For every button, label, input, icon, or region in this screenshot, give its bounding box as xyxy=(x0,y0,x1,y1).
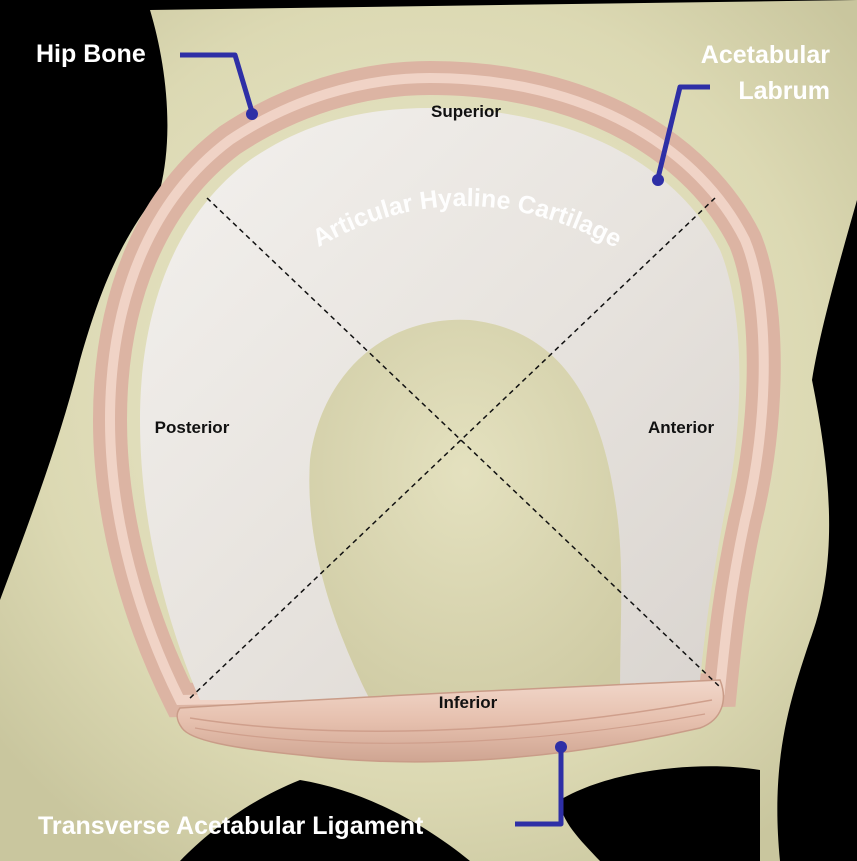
acetabular-labrum-label-line2: Labrum xyxy=(738,77,830,105)
superior-label: Superior xyxy=(431,102,501,121)
hip-bone-label: Hip Bone xyxy=(36,40,146,68)
acetabular-labrum-label-line1: Acetabular xyxy=(701,41,830,69)
transverse-ligament-label: Transverse Acetabular Ligament xyxy=(38,812,424,840)
acetabular-labrum-leader-dot xyxy=(652,174,664,186)
anterior-label: Anterior xyxy=(648,418,715,437)
posterior-label: Posterior xyxy=(155,418,230,437)
inferior-label: Inferior xyxy=(439,693,498,712)
hip-bone-leader-dot xyxy=(246,108,258,120)
